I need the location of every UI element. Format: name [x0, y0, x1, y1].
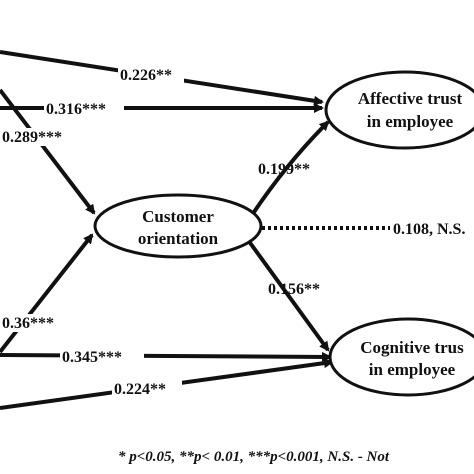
- node-affective-trust: Affective trust in employee: [324, 70, 474, 150]
- edge-top-to-customer: [0, 88, 96, 215]
- label-customer-to-nonsig: 0.108, N.S.: [393, 221, 465, 238]
- node-customer-orientation-line1: Customer: [142, 207, 214, 226]
- edge-customer-to-affective: [248, 120, 330, 220]
- label-top-to-customer: 0.289***: [2, 129, 62, 146]
- label-customer-to-cognitive: 0.156**: [268, 281, 320, 298]
- edge-customer-to-cognitive: [246, 238, 330, 352]
- node-cognitive-trust-line2: in employee: [369, 360, 456, 379]
- node-cognitive-trust: Cognitive trus in employee: [328, 317, 474, 397]
- edge-bottom-to-customer: [0, 233, 94, 354]
- node-customer-orientation-line2: orientation: [138, 229, 219, 248]
- node-affective-trust-line2: in employee: [367, 112, 454, 131]
- edge-bottom-to-cognitive: [0, 351, 332, 362]
- label-bottom-to-customer: 0.36***: [2, 315, 54, 332]
- node-cognitive-trust-line1: Cognitive trus: [360, 338, 464, 357]
- label-bottom-to-cognitive-lower: 0.224**: [114, 381, 166, 398]
- label-customer-to-affective: 0.199**: [258, 161, 310, 178]
- label-bottom-to-cognitive: 0.345***: [62, 349, 122, 366]
- significance-footnote: * p<0.05, **p< 0.01, ***p<0.001, N.S. - …: [118, 449, 390, 465]
- edge-labels: 0.226** 0.316*** 0.289*** 0.199** 0.108,…: [0, 66, 465, 398]
- label-top-to-affective-upper: 0.226**: [120, 67, 172, 84]
- node-customer-orientation: Customer orientation: [93, 193, 263, 259]
- node-affective-trust-line1: Affective trust: [358, 89, 463, 108]
- label-top-to-affective-direct: 0.316***: [46, 101, 106, 118]
